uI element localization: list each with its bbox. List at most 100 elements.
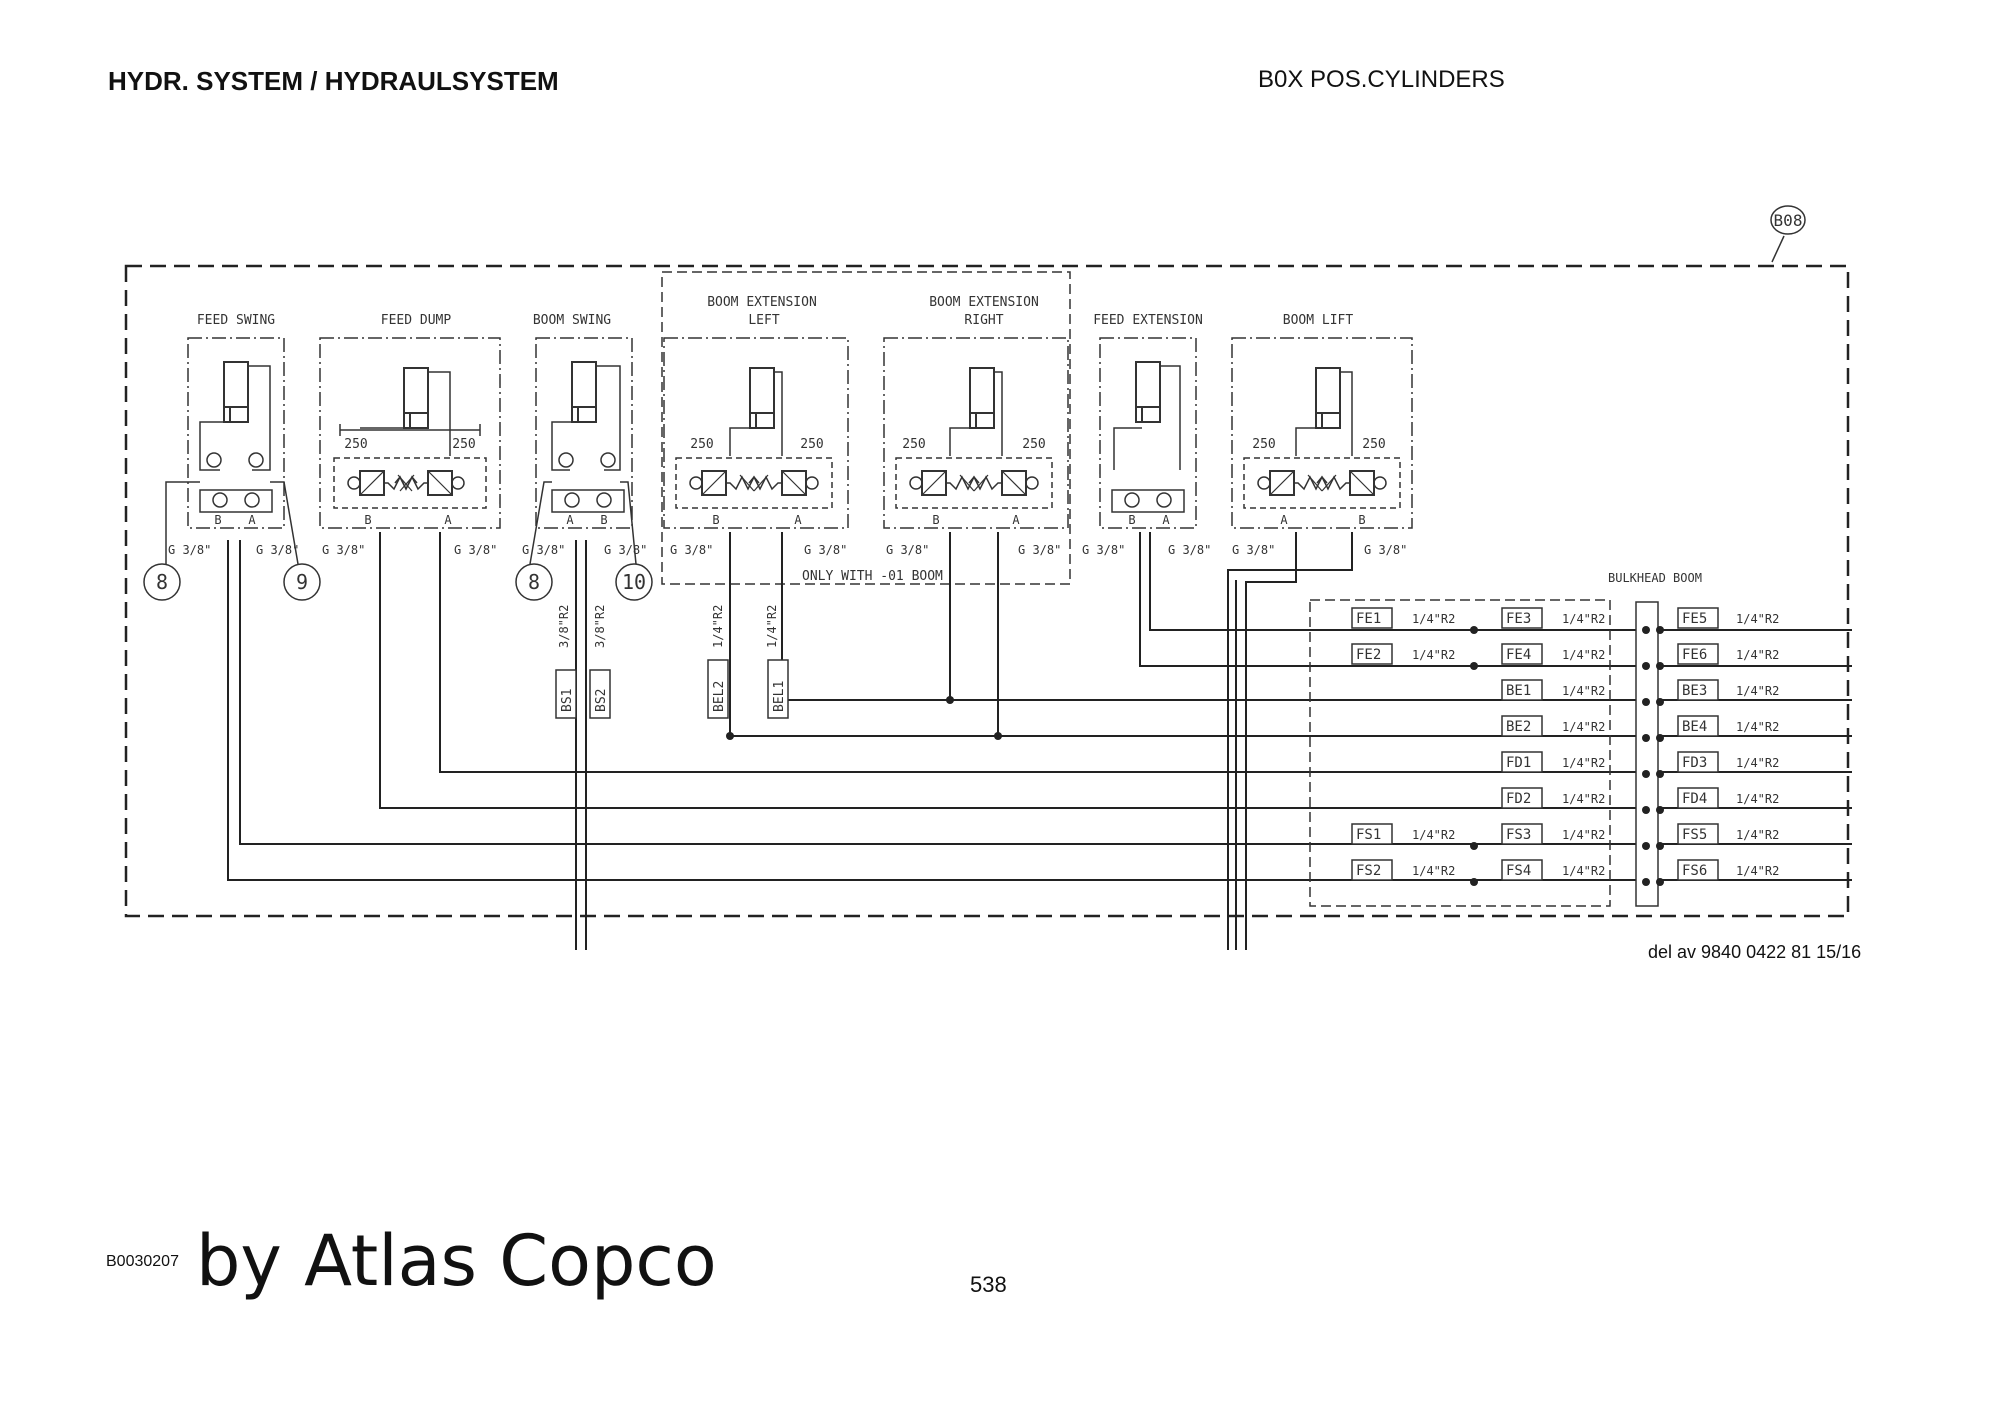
bulkhead-dot — [1642, 662, 1650, 670]
hose-tag-box — [1677, 643, 1719, 665]
hose-tag-box — [1501, 751, 1543, 773]
hose-spec: 3/8"R2 — [557, 605, 571, 648]
relief-setting: 250 — [902, 437, 925, 452]
hose-tag-box — [1501, 859, 1543, 881]
hose-spec: 1/4"R2 — [1562, 756, 1605, 770]
page-title: HYDR. SYSTEM / HYDRAULSYSTEM — [108, 66, 559, 96]
hose-tag-box — [1677, 679, 1719, 701]
relief-setting: 250 — [1252, 437, 1275, 452]
port-label-b: B — [932, 513, 939, 527]
hose-spec: 3/8"R2 — [593, 605, 607, 648]
port-label-a: A — [1012, 513, 1020, 527]
hose-tag-box — [1677, 751, 1719, 773]
hose-tag: FS5 — [1682, 827, 1707, 843]
valve-box-feed-dump — [319, 337, 501, 529]
hose-tag: FE3 — [1506, 611, 1531, 627]
junction-dot — [1470, 878, 1478, 886]
bulkhead-dot — [1642, 626, 1650, 634]
port-thread-label: G 3/8" — [1018, 543, 1061, 557]
bulkhead-dot — [1642, 878, 1650, 886]
port-label-b: B — [214, 513, 221, 527]
hose-tag-box — [1351, 643, 1393, 665]
hose-spec: 1/4"R2 — [1736, 756, 1779, 770]
relief-setting: 250 — [800, 437, 823, 452]
document-reference: del av 9840 0422 81 15/16 — [1648, 942, 1862, 962]
port-thread-label: G 3/8" — [1364, 543, 1407, 557]
section-label-boom-ext-left: BOOM EXTENSION — [707, 295, 817, 310]
hose-tag-box — [1501, 787, 1543, 809]
valve-box-feed-swing — [187, 337, 285, 529]
valve-box-boom-swing — [535, 337, 633, 529]
hose-tag-box — [1677, 859, 1719, 881]
hose-tag: BE2 — [1506, 719, 1531, 735]
hose-spec: 1/4"R2 — [1562, 612, 1605, 626]
port-label-a: A — [794, 513, 802, 527]
section-label-feed-dump: FEED DUMP — [381, 313, 452, 328]
bulkhead-dot — [1642, 698, 1650, 706]
hose-routing — [227, 532, 1852, 950]
hose-tag: FS2 — [1356, 863, 1381, 879]
hose-tag-box — [1351, 823, 1393, 845]
hose-tag-box — [1351, 607, 1393, 629]
hose-tag: FE1 — [1356, 611, 1381, 627]
port-label-a: A — [1162, 513, 1170, 527]
hose-tag: FS3 — [1506, 827, 1531, 843]
section-title: B0X POS.CYLINDERS — [1258, 66, 1505, 93]
hose-spec: 1/4"R2 — [1562, 792, 1605, 806]
hose-tag: FD2 — [1506, 791, 1531, 807]
hose-spec: 1/4"R2 — [1562, 828, 1605, 842]
drawing-number: B0030207 — [106, 1253, 179, 1270]
port-thread-label: G 3/8" — [454, 543, 497, 557]
junction-dot — [1470, 842, 1478, 850]
bulkhead-dot — [1642, 770, 1650, 778]
port-label-b: B — [1358, 513, 1365, 527]
junction-dot — [1470, 626, 1478, 634]
hose-spec: 1/4"R2 — [1736, 792, 1779, 806]
valve-box-boom-ext-right — [883, 337, 1069, 529]
bulkhead-dot — [1656, 842, 1664, 850]
hose-tag: BEL1 — [772, 681, 787, 712]
bulkhead-dot — [1656, 662, 1664, 670]
hose-spec: 1/4"R2 — [1562, 720, 1605, 734]
hose-tag-box — [1501, 607, 1543, 629]
hose-spec: 1/4"R2 — [711, 605, 725, 648]
hose-tag-box — [1677, 823, 1719, 845]
hose-spec: 1/4"R2 — [1412, 612, 1455, 626]
hose-spec: 1/4"R2 — [1736, 684, 1779, 698]
hose-tag: BEL2 — [712, 681, 727, 712]
callout-number: 8 — [528, 570, 540, 594]
valve-box-feed-extension — [1099, 337, 1197, 529]
port-thread-label: G 3/8" — [1168, 543, 1211, 557]
hose-spec: 1/4"R2 — [1412, 828, 1455, 842]
port-label-b: B — [364, 513, 371, 527]
port-label-a: A — [1280, 513, 1288, 527]
page-number: 538 — [970, 1272, 1007, 1297]
hose-tag-box — [1501, 715, 1543, 737]
hose-spec: 1/4"R2 — [1736, 864, 1779, 878]
port-thread-label: G 3/8" — [168, 543, 211, 557]
port-label-b: B — [1128, 513, 1135, 527]
bulkhead-dot — [1642, 734, 1650, 742]
hose-spec: 1/4"R2 — [1736, 648, 1779, 662]
relief-setting: 250 — [452, 437, 475, 452]
port-label-a: A — [444, 513, 452, 527]
assembly-tag-bubble — [1770, 205, 1806, 235]
optional-boom-box — [661, 271, 1071, 585]
hose-spec: 1/4"R2 — [1412, 648, 1455, 662]
bulkhead-dot — [1656, 698, 1664, 706]
junction-dot — [1470, 662, 1478, 670]
section-label-boom-ext-right: BOOM EXTENSION — [929, 295, 1039, 310]
hose-tag: FE5 — [1682, 611, 1707, 627]
hose-spec: 1/4"R2 — [1736, 612, 1779, 626]
hose-tag: BS1 — [560, 689, 575, 712]
bulkhead-dot — [1656, 734, 1664, 742]
valve-box-boom-lift — [1231, 337, 1413, 529]
port-thread-label: G 3/8" — [1232, 543, 1275, 557]
hose-tag: FS1 — [1356, 827, 1381, 843]
hose-tag: FS4 — [1506, 863, 1531, 879]
hose-spec: 1/4"R2 — [1412, 864, 1455, 878]
brand-text: by Atlas Copco — [196, 1220, 717, 1302]
relief-setting: 250 — [1022, 437, 1045, 452]
hose-tag-box — [1677, 715, 1719, 737]
